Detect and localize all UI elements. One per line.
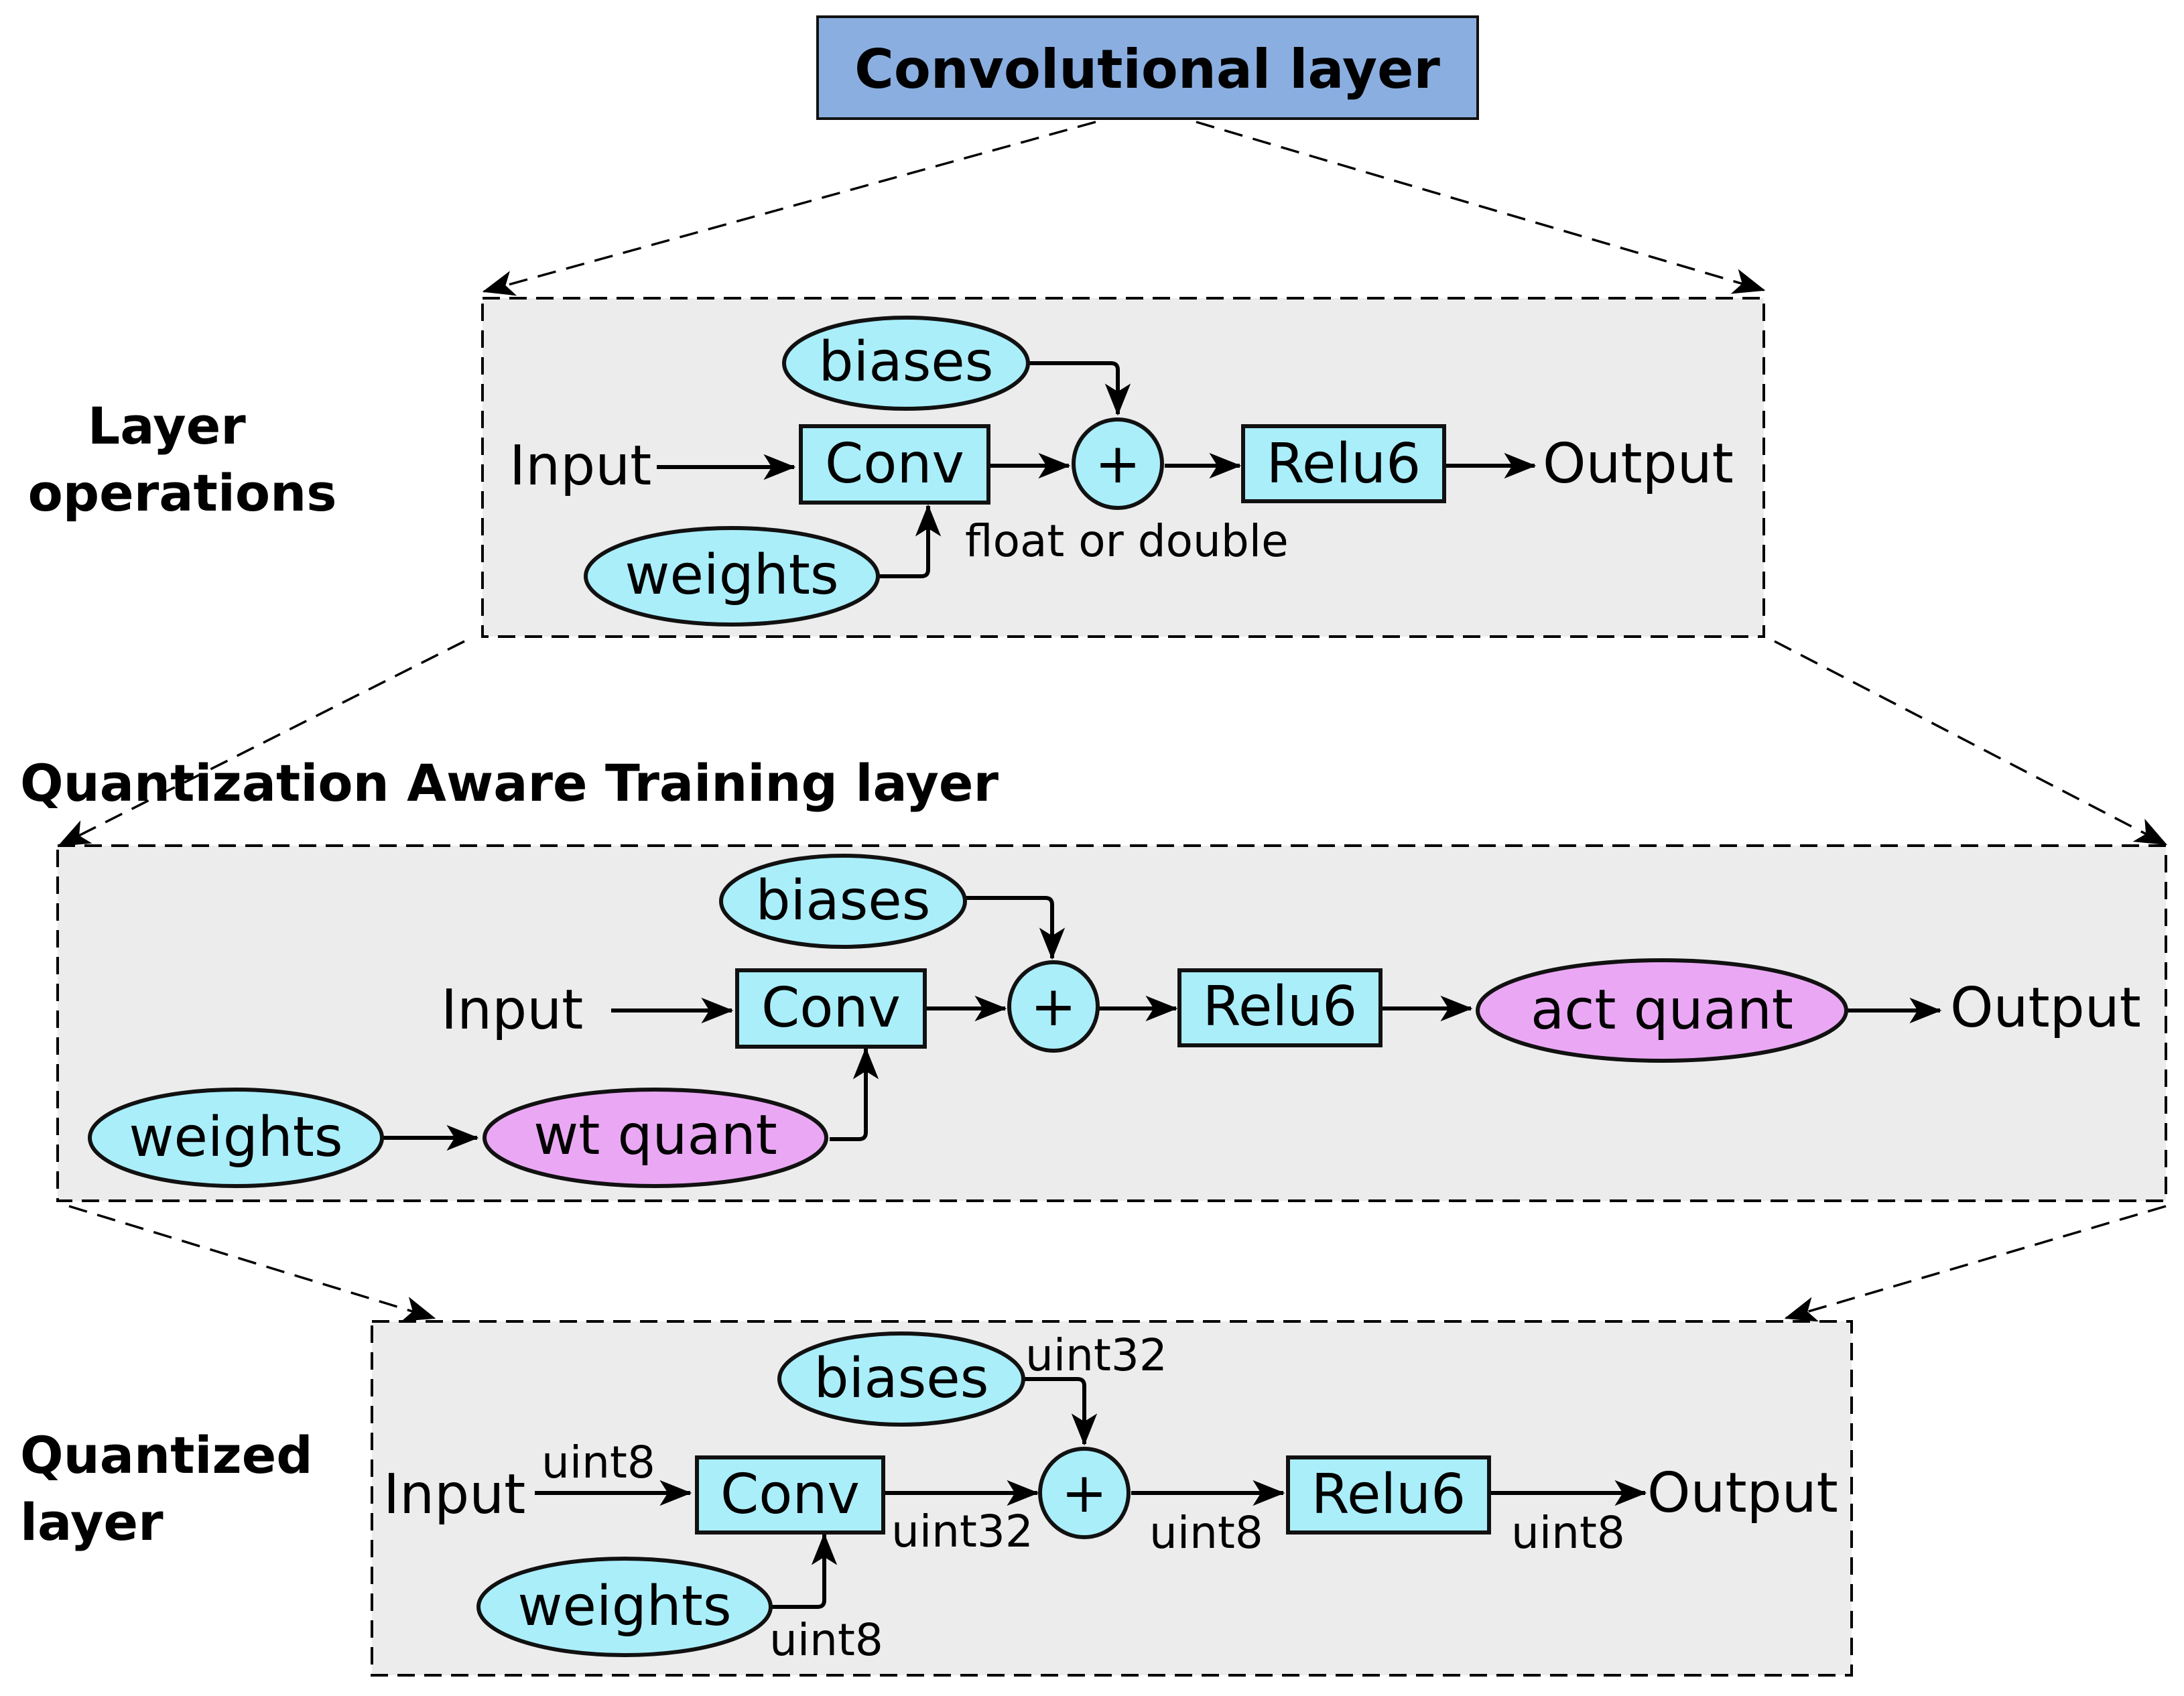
qat-add-node: +	[1007, 960, 1100, 1053]
quantized-conv-node: Conv	[695, 1455, 885, 1535]
title-block: Convolutional layer	[816, 15, 1479, 120]
title-box	[816, 15, 1479, 120]
float-heading: Layer operations	[28, 396, 337, 523]
quantized-layer-panel: Quantized layer Input Conv + Relu6 Outpu…	[20, 1320, 1853, 1677]
connector-qat-left	[68, 1205, 436, 1322]
biases-label: biases	[814, 1347, 989, 1411]
weight-type-label: uint8	[769, 1614, 883, 1666]
float-output-label: Output	[1543, 432, 1734, 496]
float-biases-node: biases	[782, 316, 1030, 411]
float-layer-panel: Layer operations Input Conv + Relu6 Outp…	[28, 297, 1765, 638]
relu-label: Relu6	[1311, 1463, 1466, 1526]
quantized-heading: Quantized layer	[20, 1425, 330, 1552]
float-weights-node: weights	[584, 526, 880, 627]
plus-label: +	[1031, 975, 1077, 1039]
connector-title-right	[1196, 121, 1766, 294]
plus-label: +	[1095, 432, 1141, 496]
connector-title-left	[482, 121, 1096, 296]
quantized-weights-node: weights	[476, 1557, 773, 1657]
biases-label: biases	[756, 869, 931, 933]
float-add-node: +	[1072, 417, 1164, 510]
diagram-title: Convolutional layer	[854, 38, 1440, 101]
dtype-note: float or double	[965, 515, 1289, 567]
relu-label: Relu6	[1203, 975, 1358, 1039]
weights-label: weights	[517, 1575, 731, 1638]
output-type-label: uint8	[1511, 1507, 1625, 1559]
connector-float-left	[57, 640, 465, 847]
quantized-biases-node: biases	[777, 1331, 1025, 1427]
biases-label: biases	[819, 330, 994, 394]
input-type-label: uint8	[541, 1437, 655, 1488]
qat-wt-quant-node: wt quant	[483, 1088, 828, 1188]
bias-type-label: uint32	[1025, 1329, 1167, 1381]
edge-biases-add	[1022, 1377, 1098, 1446]
quantized-input-label: Input	[383, 1463, 525, 1526]
float-relu-node: Relu6	[1241, 424, 1446, 503]
edge-biases-add	[965, 896, 1066, 960]
act-quant-label: act quant	[1531, 978, 1793, 1042]
conv-label: Conv	[825, 432, 964, 496]
relu-label: Relu6	[1267, 432, 1421, 496]
qat-relu-node: Relu6	[1177, 968, 1383, 1047]
quantized-add-node: +	[1038, 1447, 1131, 1539]
edge-weights-conv	[769, 1532, 838, 1609]
connector-qat-right	[1784, 1205, 2167, 1322]
edge-biases-add	[1027, 361, 1131, 416]
weights-label: weights	[625, 543, 838, 607]
qat-weights-node: weights	[88, 1088, 384, 1188]
qat-layer-panel: Quantization Aware Training layer Input …	[20, 753, 2167, 1202]
plus-label: +	[1062, 1461, 1108, 1525]
zoom-connectors	[57, 121, 2168, 1322]
qat-act-quant-node: act quant	[1476, 958, 1848, 1063]
conv-label: Conv	[761, 976, 901, 1040]
wt-quant-label: wt quant	[533, 1104, 777, 1167]
edge-weights-conv	[879, 504, 942, 578]
quantized-relu-node: Relu6	[1286, 1455, 1491, 1535]
quantized-output-label: Output	[1647, 1461, 1838, 1525]
qat-biases-node: biases	[719, 854, 967, 949]
qat-conv-node: Conv	[735, 968, 927, 1049]
qat-input-label: Input	[441, 978, 583, 1042]
float-conv-node: Conv	[799, 424, 990, 505]
add-out-type-label: uint8	[1149, 1507, 1263, 1559]
edge-wtquant-conv	[830, 1047, 879, 1141]
float-input-label: Input	[509, 434, 651, 498]
connector-float-right	[1774, 640, 2168, 846]
weights-label: weights	[129, 1106, 342, 1169]
qat-heading: Quantization Aware Training layer	[20, 753, 999, 813]
qat-output-label: Output	[1950, 976, 2141, 1040]
conv-label: Conv	[720, 1463, 860, 1526]
conv-out-type-label: uint32	[891, 1506, 1033, 1557]
